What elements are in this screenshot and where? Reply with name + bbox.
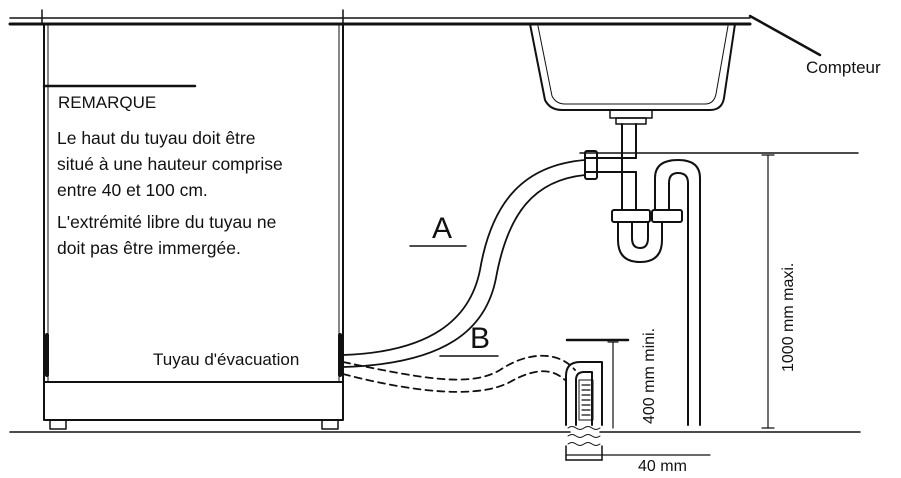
dimension-400mm — [607, 341, 619, 429]
cabinet-foot-right — [321, 419, 339, 430]
hose-b — [342, 354, 576, 393]
standpipe-inner-hose — [567, 379, 601, 446]
note-title: REMARQUE — [58, 93, 157, 112]
position-b-label: B — [470, 322, 491, 355]
dimension-1000mm — [761, 154, 775, 429]
standpipe — [565, 338, 630, 461]
note-line: Le haut du tuyau doit être — [57, 128, 256, 148]
sink-drain-flange — [609, 109, 653, 119]
counter-label: Compteur — [806, 58, 881, 77]
position-a-label: A — [432, 212, 453, 245]
note-line: situé à une hauteur comprise — [57, 154, 283, 174]
note-line: doit pas être immergée. — [57, 238, 241, 258]
note-line: L'extrémité libre du tuyau ne — [57, 212, 277, 232]
dimension-40mm-label: 40 mm — [638, 458, 687, 475]
cabinet-foot-left — [49, 419, 67, 430]
dimension-1000mm-label: 1000 mm maxi. — [780, 262, 797, 372]
counter-leader-line — [748, 14, 822, 57]
dishwasher-cabinet — [42, 23, 344, 430]
note-line: entre 40 et 100 cm. — [57, 180, 208, 200]
drain-hose-label: Tuyau d'évacuation — [153, 350, 300, 369]
sink-basin — [529, 23, 736, 125]
dimension-400mm-label: 400 mm mini. — [641, 327, 658, 424]
hose-a — [342, 159, 586, 368]
countertop — [8, 9, 822, 57]
p-trap-drain — [584, 123, 701, 426]
